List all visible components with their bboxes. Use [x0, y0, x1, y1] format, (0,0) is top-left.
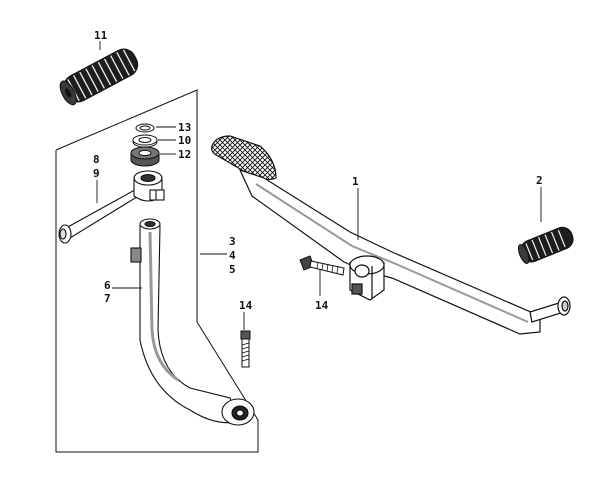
callout-5: 5	[229, 263, 236, 276]
callout-12: 12	[178, 148, 192, 161]
bolt-left	[240, 330, 251, 368]
callout-9: 9	[93, 167, 100, 180]
callout-2: 2	[536, 174, 543, 187]
bolt-right	[299, 255, 345, 276]
callout-1: 1	[352, 175, 359, 188]
kick-arm	[58, 170, 165, 244]
kick-rubber	[59, 48, 139, 106]
assembly-frame	[55, 89, 259, 453]
callout-10: 10	[178, 134, 192, 147]
callout-11: 11	[94, 29, 108, 42]
brake-pedal	[211, 135, 571, 335]
callout-14-right: 14	[315, 299, 329, 312]
callout-8: 8	[93, 153, 100, 166]
callout-13: 13	[178, 121, 192, 134]
callout-4: 4	[229, 249, 236, 262]
kick-starter-arm	[130, 218, 255, 426]
step-rubber	[517, 226, 574, 264]
washer-stack	[130, 123, 160, 167]
callout-6: 6	[104, 279, 111, 292]
leader-lines	[96, 41, 542, 330]
callout-3: 3	[229, 235, 236, 248]
callout-14-left: 14	[239, 299, 253, 312]
callout-7: 7	[104, 292, 111, 305]
